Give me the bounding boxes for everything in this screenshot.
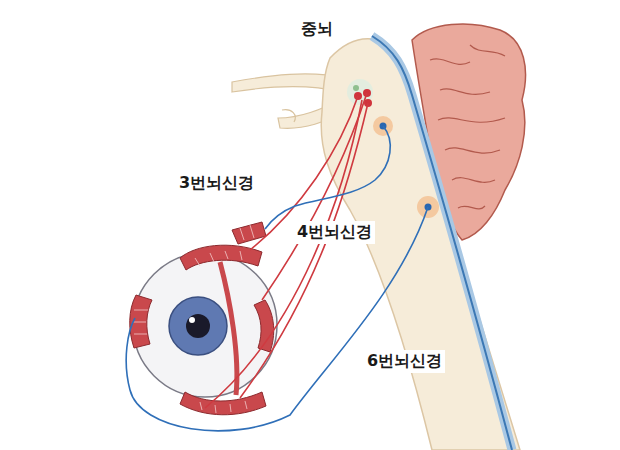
label-text: 3번뇌신경 [176,172,257,195]
brainstem [321,39,520,450]
abducens-nerve [126,207,428,431]
nerve-label: 3번뇌신경 [176,172,257,195]
trochlear-nerve [265,126,390,229]
muscle-striations [133,225,254,413]
nerve-label: 4번뇌신경 [294,221,375,244]
ventricle-line [372,36,512,450]
oculomotor-nerve [205,93,368,408]
label-text: 중뇌 [298,18,336,41]
nerve-label: 중뇌 [298,18,336,41]
nerve-label: 6번뇌신경 [364,350,445,373]
eye-muscles [130,222,274,415]
cerebellum [412,24,526,240]
label-text: 4번뇌신경 [294,221,375,244]
nerve-nuclei [347,79,439,218]
label-text: 6번뇌신경 [364,350,445,373]
ventricle-line [372,36,512,450]
